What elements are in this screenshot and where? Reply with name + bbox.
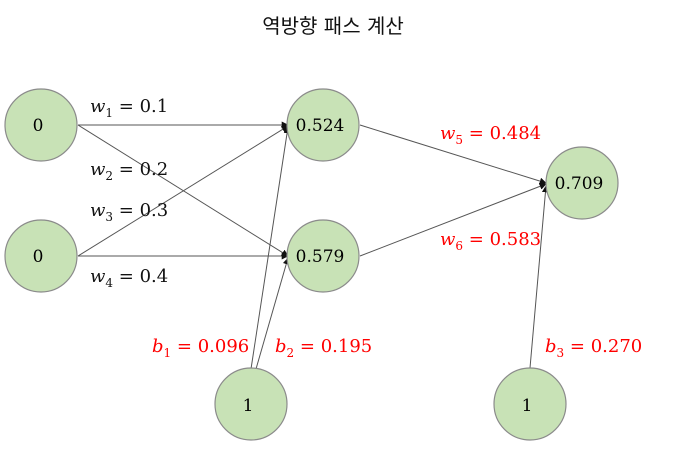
label-b3-sub: 3 [557,346,565,360]
label-w5-var: w [440,123,456,144]
node-input-1: 0 [4,88,78,162]
label-w4-sub: 4 [105,276,113,290]
edge-bias1-hidden1 [250,126,291,370]
label-w4: w4 = 0.4 [90,266,168,290]
label-w6: w6 = 0.583 [440,229,541,253]
node-bias-1: 1 [214,367,288,441]
label-w3-sub: 3 [105,210,113,224]
node-input-2: 0 [4,219,78,293]
edge-bias2-output [529,185,549,369]
edge-hidden1-output [359,124,547,185]
node-input-2-value: 0 [33,247,44,267]
node-bias-1-value: 1 [243,396,254,416]
node-hidden-1-value: 0.524 [296,116,345,136]
label-b1-var: b [152,336,164,357]
label-w1: w1 = 0.1 [90,96,168,120]
label-w2-value: = 0.2 [113,159,168,180]
label-w6-sub: 6 [455,239,463,253]
label-w6-var: w [440,229,456,250]
label-w1-value: = 0.1 [113,96,168,117]
label-w5: w5 = 0.484 [440,123,541,147]
label-w4-var: w [90,266,106,287]
label-w2-sub: 2 [105,169,113,183]
node-hidden-1: 0.524 [286,88,360,162]
label-b1-value: = 0.096 [171,336,249,357]
label-b3-var: b [545,336,557,357]
label-w5-sub: 5 [455,133,463,147]
edge-bias1-hidden2 [255,257,290,370]
label-b2: b2 = 0.195 [275,336,372,360]
node-output-value: 0.709 [555,174,604,194]
label-w3-value: = 0.3 [113,200,168,221]
label-b2-value: = 0.195 [294,336,372,357]
label-w1-var: w [90,96,106,117]
edge-hidden2-output [359,183,547,257]
label-w3: w3 = 0.3 [90,200,168,224]
node-hidden-2: 0.579 [286,219,360,293]
node-input-1-value: 0 [33,116,44,136]
label-w4-value: = 0.4 [113,266,168,287]
label-b3: b3 = 0.270 [545,336,642,360]
label-w2-var: w [90,159,106,180]
label-w2: w2 = 0.2 [90,159,168,183]
edges [77,121,549,370]
label-b1-sub: 1 [164,346,172,360]
label-b3-value: = 0.270 [564,336,642,357]
node-bias-2-value: 1 [522,396,533,416]
label-b2-sub: 2 [287,346,295,360]
node-bias-2: 1 [493,367,567,441]
label-w6-value: = 0.583 [463,229,541,250]
label-w1-sub: 1 [105,106,113,120]
node-output: 0.709 [545,146,619,220]
label-b2-var: b [275,336,287,357]
label-w5-value: = 0.484 [463,123,541,144]
edge-input2-hidden1 [77,125,289,257]
node-hidden-2-value: 0.579 [296,247,345,267]
diagram-title: 역방향 패스 계산 [262,14,404,38]
label-w3-var: w [90,200,106,221]
label-b1: b1 = 0.096 [152,336,249,360]
